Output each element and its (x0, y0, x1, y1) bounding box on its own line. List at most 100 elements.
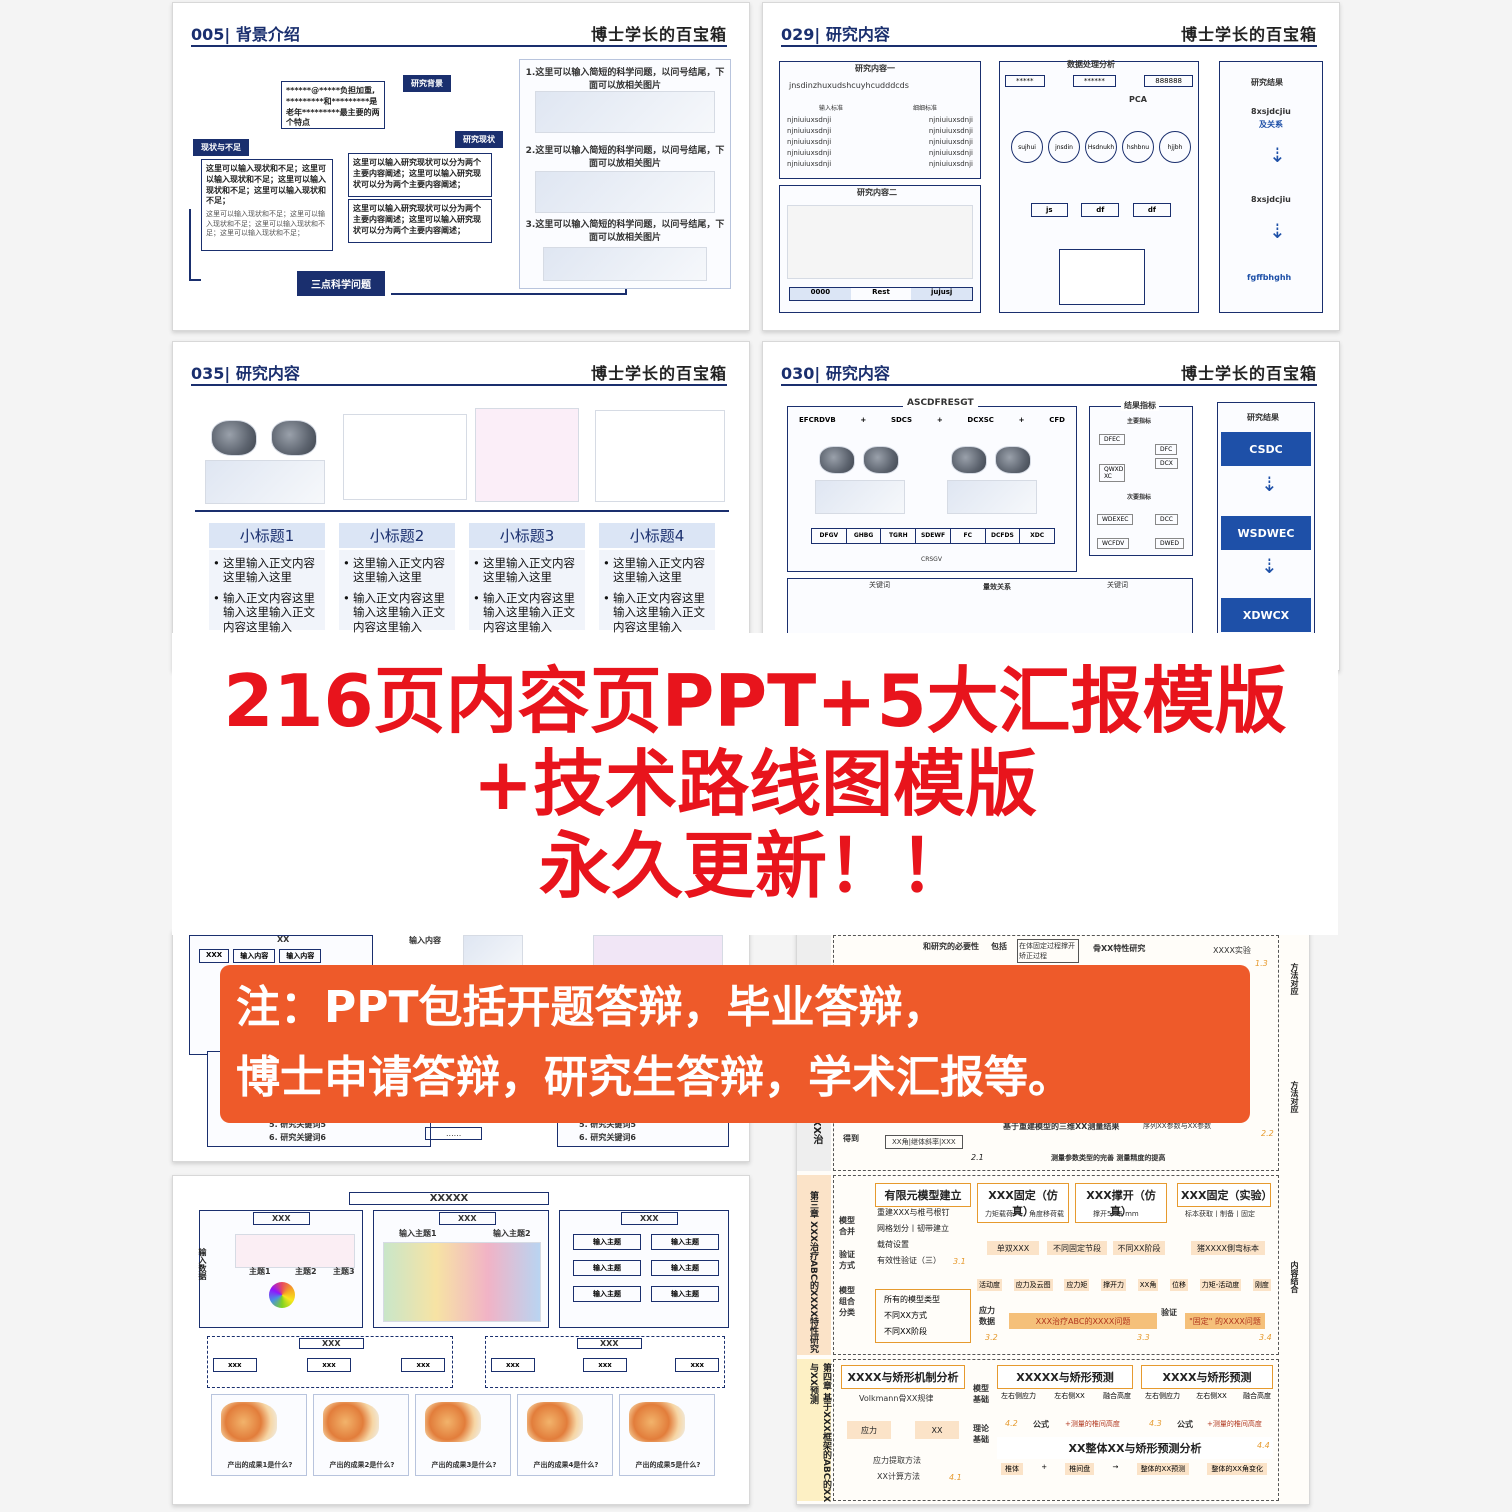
result-tag: 活动度 (977, 1279, 1002, 1291)
row-items-1: xxx xxx xxx (213, 1358, 445, 1372)
predict-row-1: 左右侧应力 左右侧XX 融合高度 (1001, 1391, 1131, 1401)
input-data-label: 输入数据 (198, 1248, 207, 1280)
metric-cell: SDEWF (916, 529, 951, 543)
table-cell: njniuiuxsdnji (787, 116, 832, 124)
verify-label: 验证 (1161, 1308, 1177, 1317)
top-boxes: ***** ****** 888888 (1005, 75, 1193, 87)
figure-brain (995, 446, 1031, 474)
predict-title-1: XXXXX与矫形预测 (997, 1365, 1133, 1389)
content-1-table: njniuiuxsdnji njniuiuxsdnji njniuiuxsdnji… (787, 115, 973, 170)
result-foot: 测量参数类型的完善 测量精度的提高 (1051, 1154, 1166, 1162)
slide-005: 005| 背景介绍 博士学长的百宝箱 ******@*****负担加重, ***… (172, 2, 750, 331)
metric-cell: GHBG (847, 529, 882, 543)
index-item: DFC (1155, 444, 1178, 455)
formula-item: + (1018, 416, 1025, 424)
note-box: 注：PPT包括开题答辩，毕业答辩， 博士申请答辩，研究生答辩，学术汇报等。 (220, 965, 1250, 1123)
row-head-2: XXX (577, 1338, 642, 1349)
chapter-3-label: 第三章 XXX治疗ABC的XXXX特性研究 (808, 1191, 818, 1354)
result-title: 基于重建模型的三维XX测量结果 (1003, 1122, 1120, 1131)
main-theme-1: 输入主题1 (399, 1229, 437, 1238)
whole-title: XX整体XX与矫形预测分析 (997, 1437, 1273, 1459)
fem-item: 载荷设置 (877, 1240, 909, 1249)
figure-chart (947, 480, 1037, 514)
model-type: 不同XX方式 (884, 1311, 927, 1320)
metric-row-label: CRSGV (921, 556, 942, 563)
down-arrow-icon: ⇣ (1269, 143, 1286, 167)
col-3-title: XXX固定（实验） (1177, 1183, 1272, 1207)
index-item: DCC (1155, 514, 1178, 525)
result-tag: 刚度 (1252, 1279, 1271, 1291)
mid-box: df (1132, 203, 1171, 217)
bottom-cell: 0000 (790, 288, 851, 300)
slide-brand: 博士学长的百宝箱 (590, 25, 727, 44)
head-label-2: 输入内容 (409, 936, 441, 945)
map-figure (629, 1402, 685, 1442)
input-theme: 输入主题 (573, 1286, 641, 1302)
metric-cell: DCFDS (986, 529, 1021, 543)
bottom-cell: Rest (872, 288, 890, 296)
content-1-panel (779, 61, 981, 179)
fem-items: 重建XXX与椎弓根钉 网格划分丨韧带建立 载荷设置 有效性验证（三） (877, 1205, 949, 1269)
top-title: XXXXX (349, 1192, 549, 1205)
node: Hsdnukh (1085, 131, 1117, 163)
fem-title: 有限元模型建立 (875, 1183, 971, 1207)
keyword-3: 关键词 (1107, 581, 1128, 589)
formula-row: EFCRDVB + SDCS + DCXSC + CFD (799, 416, 1065, 424)
metric-row: DFGV GHBG TGRH SDEWF FC DCFDS XDC (811, 528, 1055, 544)
result-tag: 应力矩 (1064, 1279, 1090, 1291)
result-title: 研究结果 (1247, 413, 1279, 422)
arrow-right-icon: → (1112, 1463, 1119, 1471)
question-3: 3.这里可以输入简短的科学问题，以问号结尾，下面可以放相关图片 (525, 220, 725, 243)
down-arrow-icon: ⇣ (1269, 219, 1286, 243)
result-1b: 及关系 (1259, 120, 1283, 129)
table-cell: njniuiuxsdnji (787, 149, 832, 157)
question-2-figure (535, 171, 715, 213)
table-cell: njniuiuxsdnji (928, 160, 973, 168)
bullets-2: 这里输入正文内容这里输入这里 输入正文内容这里输入这里输入正文内容这里输入 (339, 550, 455, 634)
group-3-title: XXX (621, 1212, 678, 1225)
content-2-title: 研究内容二 (857, 188, 897, 197)
down-arrow-icon: ⇣ (1261, 554, 1278, 578)
left-box-main: 这里可以输入现状和不足；这里可以输入现状和不足；这里可以输入现状和不足；这里可以… (206, 164, 326, 206)
fem-item: 有效性验证（三） (877, 1256, 941, 1265)
num-tag: 3.2 (985, 1333, 998, 1342)
predict-item: 融合高度 (1103, 1392, 1131, 1400)
map-figure (221, 1402, 277, 1442)
num-tag: 4.1 (949, 1473, 962, 1482)
bullet-item: 这里输入正文内容这里输入这里 (213, 556, 321, 585)
slide-title: 029| 研究内容 (781, 25, 890, 44)
model-type: 所有的模型类型 (884, 1295, 940, 1304)
input-grid: 输入主题 输入主题 输入主题 输入主题 输入主题 输入主题 (573, 1234, 719, 1302)
whole-item: 整体的XX预测 (1136, 1463, 1190, 1475)
fem-item: 网格划分丨韧带建立 (877, 1224, 949, 1233)
output-caption: 产出的成果1是什么? (227, 1461, 293, 1469)
mid-box: js (1031, 203, 1068, 217)
formula-item: + (860, 416, 867, 424)
measure-label: +测量的椎间高度 (1065, 1420, 1120, 1428)
chapter-4-bg (797, 1359, 831, 1501)
group-2-title: XXX (439, 1212, 496, 1225)
color-wheel-icon (269, 1282, 295, 1308)
stress-chip: 应力 (847, 1421, 891, 1439)
analysis-title: 数据处理分析 (1067, 60, 1115, 69)
group-1 (199, 1210, 363, 1328)
content-2-figure (787, 205, 973, 279)
top-box-d: 骨XX特性研究 (1093, 944, 1146, 953)
input-theme: 输入主题 (651, 1286, 719, 1302)
whole-item: 椎体 (1001, 1463, 1023, 1475)
row-head-1: XXX (299, 1338, 364, 1349)
headline-banner: 216页内容页PPT+5大汇报模版 +技术路线图模版 永久更新！！ (172, 633, 1338, 935)
subtitle-2: 小标题2 (339, 523, 455, 548)
table-cell: njniuiuxsdnji (787, 138, 832, 146)
output-caption: 产出的成果5是什么? (635, 1461, 701, 1469)
dots-box: ...... (425, 1127, 483, 1140)
side-label-3: 内容结合 (1290, 1261, 1299, 1293)
num-tag: 3.3 (1137, 1333, 1150, 1342)
slide-brand: 博士学长的百宝箱 (1180, 364, 1317, 383)
row-group-1 (207, 1336, 453, 1388)
note-line-2: 博士申请答辩，研究生答辩，学术汇报等。 (236, 1052, 1072, 1104)
col-2-item: 撑开5-25 mm (1093, 1210, 1139, 1218)
figure-brain (951, 446, 987, 474)
heatmap-figure (383, 1242, 541, 1322)
col-3-item: 标本获取丨制备丨固定 (1185, 1210, 1255, 1218)
